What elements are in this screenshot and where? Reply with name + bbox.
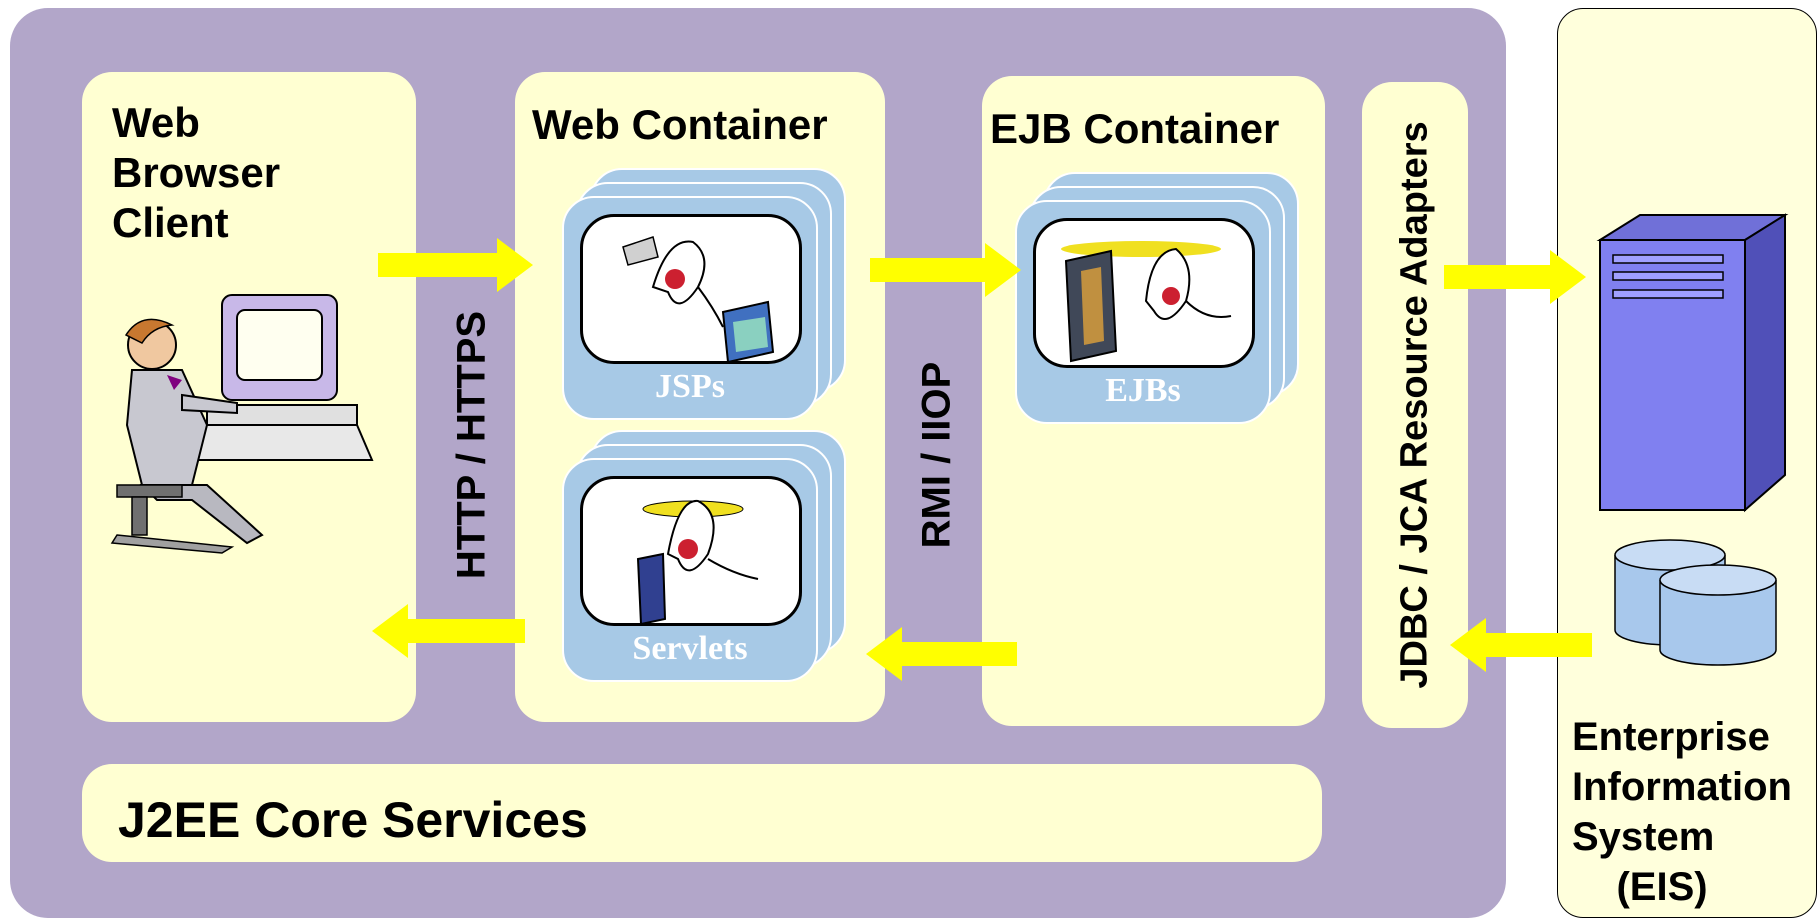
person-at-computer-icon	[110, 294, 374, 554]
ejbs-label: EJBs	[1105, 372, 1181, 409]
core-services-label: J2EE Core Services	[118, 792, 588, 848]
ejb-server-duke-icon	[1061, 241, 1232, 363]
adapters-to-eis-arrow	[1444, 250, 1586, 304]
core-services-pane	[82, 764, 1322, 862]
web-browser-client-title: Web Browser Client	[112, 99, 281, 246]
ejb-container-title: EJB Container	[990, 105, 1280, 152]
ejbs-image-frame	[1033, 218, 1255, 368]
servlets-label: Servlets	[632, 630, 748, 667]
web-to-ejb-arrow	[870, 243, 1021, 297]
servlets-image-frame	[580, 476, 802, 626]
client-to-web-arrow	[378, 238, 533, 292]
web-container-title: Web Container	[532, 101, 828, 148]
eis-title: Enterprise Information System (EIS)	[1572, 715, 1792, 909]
web-to-client-arrow	[372, 604, 525, 658]
database-icon	[1614, 539, 1777, 666]
server-icon	[1596, 213, 1789, 513]
servlet-duke-icon	[636, 499, 759, 623]
jsps-label: JSPs	[655, 368, 725, 405]
jsp-duke-icon	[622, 236, 775, 361]
ejb-to-web-arrow	[866, 627, 1017, 681]
jsps-image-frame	[580, 214, 802, 364]
eis-to-adapters-arrow	[1450, 618, 1592, 672]
resource-adapters-pane	[1362, 82, 1468, 728]
